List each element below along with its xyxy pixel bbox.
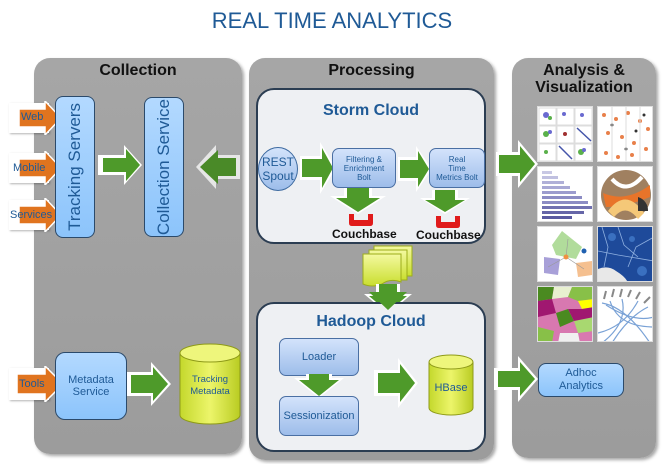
thumbnail-chord-diagram <box>597 166 653 222</box>
couchbase-logo-icon <box>349 214 373 226</box>
green-arrow-right-icon <box>494 356 538 402</box>
thumbnail-scatter-matrix <box>537 106 593 162</box>
thumbnail-voronoi-map <box>537 286 593 342</box>
adhoc-line1: Adhoc <box>565 367 597 379</box>
green-arrow-down-icon <box>330 188 386 214</box>
collection-service-label: Collection Service <box>154 98 173 236</box>
couchbase-logo-icon <box>436 216 460 228</box>
orange-arrow-icon <box>19 198 63 232</box>
source-web: Web <box>9 101 63 135</box>
metadata-service-line2: Service <box>72 386 110 398</box>
rest-spout-line1: REST <box>261 155 294 169</box>
green-arrow-right-icon <box>127 362 171 406</box>
hbase-cylinder <box>428 354 474 416</box>
adhoc-line2: Analytics <box>558 380 604 392</box>
analysis-title-line2: Visualization <box>535 79 633 96</box>
metrics-bolt-line3: Metrics Bolt <box>436 172 478 182</box>
processing-title: Processing <box>328 62 415 79</box>
scatter-matrix-icon <box>538 107 592 161</box>
chord-diagram-icon <box>601 170 651 220</box>
orange-arrow-icon <box>19 151 63 185</box>
hadoop-cloud-title: Hadoop Cloud <box>316 313 426 330</box>
tracking-metadata-cylinder <box>179 343 241 425</box>
green-arrow-right-icon <box>496 140 538 188</box>
green-arrow-left-icon <box>196 145 240 189</box>
adhoc-analytics-box: Adhoc Analytics <box>538 363 624 397</box>
filtering-bolt-line1: Filtering & <box>345 154 382 164</box>
loader-label: Loader <box>301 351 337 363</box>
collection-service-box: Collection Service <box>144 97 184 237</box>
horizontal-bars-icon <box>542 171 592 219</box>
choropleth-map-icon <box>598 227 652 281</box>
analysis-title: Analysis & Visualization <box>512 62 656 96</box>
source-services-label: Services <box>10 209 53 221</box>
sessionization-label: Sessionization <box>283 410 355 422</box>
diagram-title: REAL TIME ANALYTICS <box>211 8 453 33</box>
green-arrow-down-tip <box>369 292 407 310</box>
couchbase-label-2: Couchbase <box>416 228 481 242</box>
source-services: Services <box>9 198 63 232</box>
filtering-enrichment-bolt: Filtering & Enrichment Bolt <box>332 148 396 188</box>
green-arrow-right-icon <box>98 145 142 185</box>
dot-grid-icon <box>602 107 650 161</box>
tracking-metadata-line2: Metadata <box>190 386 230 397</box>
thumbnail-choropleth-map <box>597 226 653 282</box>
couchbase-label-1: Couchbase <box>332 227 397 241</box>
green-arrow-right-icon <box>300 142 336 194</box>
sessionization-node: Sessionization <box>279 396 359 436</box>
edge-bundling-icon <box>598 288 652 341</box>
tracking-servers-label: Tracking Servers <box>65 103 84 231</box>
documents-stack-icon <box>362 245 413 287</box>
network-graph-icon <box>544 231 592 277</box>
metrics-bolt-line1: Real <box>448 154 466 164</box>
storm-cloud-title: Storm Cloud <box>323 102 419 119</box>
metadata-service-box: Metadata Service <box>55 352 127 420</box>
source-mobile-label: Mobile <box>13 162 46 174</box>
thumbnail-horizontal-bars <box>537 166 593 222</box>
tracking-metadata-line1: Tracking <box>191 374 229 385</box>
source-web-label: Web <box>21 111 44 123</box>
source-tools-label: Tools <box>19 378 45 390</box>
filtering-bolt-line3: Bolt <box>357 172 371 182</box>
loader-node: Loader <box>279 338 359 376</box>
orange-arrow-icon <box>19 101 63 135</box>
orange-arrow-icon <box>17 366 65 402</box>
hbase-label: HBase <box>434 382 468 394</box>
source-mobile: Mobile <box>9 151 63 185</box>
metadata-service-line1: Metadata <box>68 374 114 386</box>
analysis-title-line1: Analysis & <box>543 62 625 79</box>
thumbnail-network-graph <box>537 226 593 282</box>
collection-title: Collection <box>99 62 177 79</box>
filtering-bolt-line2: Enrichment <box>343 163 385 173</box>
voronoi-map-icon <box>538 287 592 341</box>
green-arrow-down-icon <box>420 190 470 214</box>
thumbnail-dot-grid <box>597 106 653 162</box>
green-arrow-right-icon <box>374 358 418 408</box>
tracking-servers-box: Tracking Servers <box>55 96 95 238</box>
green-arrow-down-icon <box>294 374 344 398</box>
real-time-metrics-bolt: Real Time Metrics Bolt <box>429 148 485 188</box>
thumbnail-edge-bundling <box>597 286 653 342</box>
rest-spout-node: REST Spout <box>258 147 298 191</box>
tracking-metadata-label: Tracking Metadata <box>178 374 242 398</box>
source-tools: Tools <box>9 366 65 402</box>
metrics-bolt-line2: Time <box>448 163 466 173</box>
green-arrow-right-icon <box>398 146 432 192</box>
rest-spout-line2: Spout <box>262 169 294 183</box>
